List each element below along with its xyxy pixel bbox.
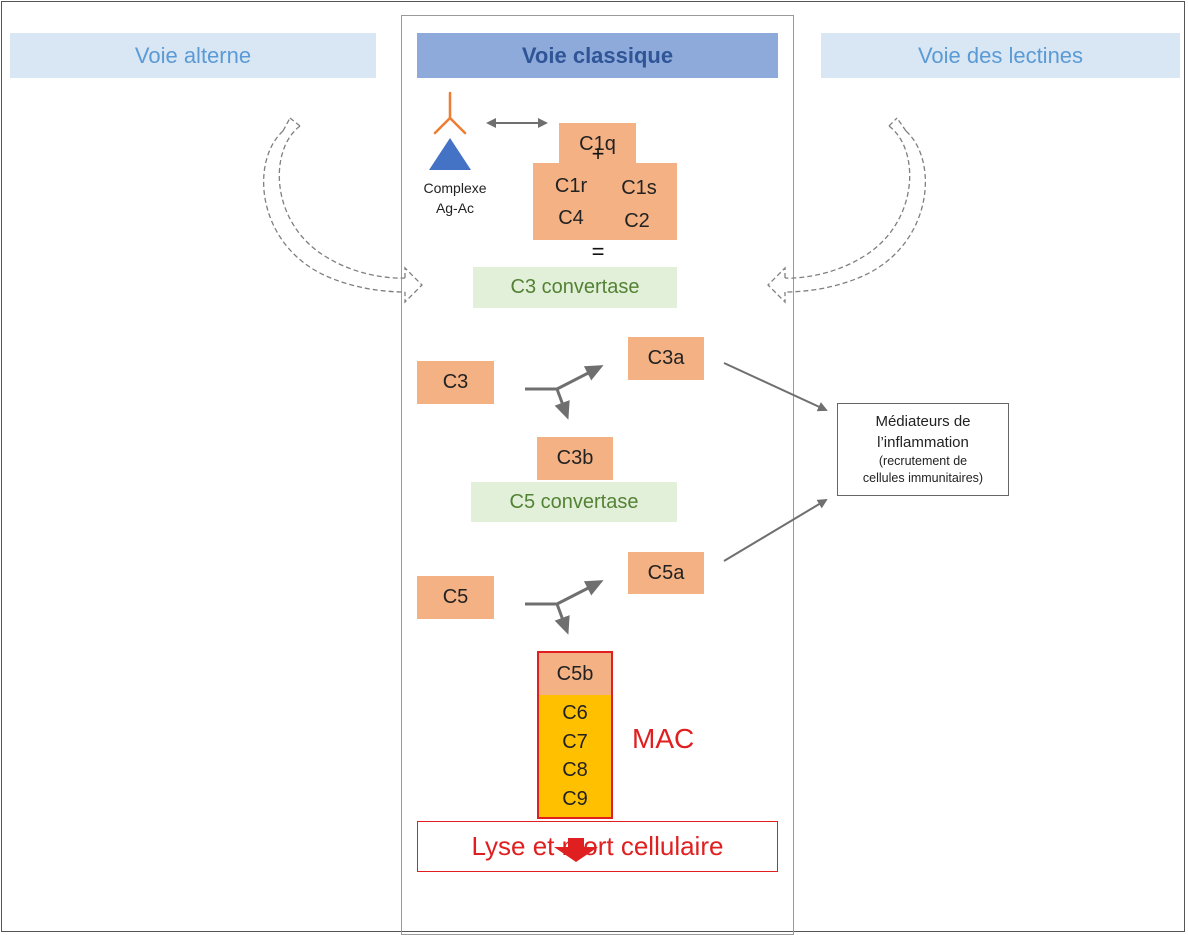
c2-label: C2 [624,209,650,232]
c7-label: C7 [562,730,588,753]
c3-box: C3 [417,361,494,404]
ag-ac-label-line1: Complexe [423,179,487,196]
lysis-down-arrow-icon [554,838,598,862]
c1q-box: C1q [559,123,636,166]
c3-split-arrows [525,365,604,420]
alternative-pathway-curved-arrow-icon [263,117,423,304]
plus-sign: + [591,141,605,166]
c5a-box: C5a [628,552,704,594]
c5-box: C5 [417,576,494,619]
mediators-line2: l’inflammation [877,433,969,451]
antibody-icon [433,91,467,135]
c3a-to-mediators-arrow [723,362,828,412]
mediators-line3: (recrutement de [878,453,968,468]
mac-label: MAC [632,723,695,754]
antigen-icon [429,138,471,170]
mediators-line4: cellules immunitaires) [862,470,984,485]
binding-double-arrow-icon [486,118,548,128]
inflammation-mediators-box: Médiateurs de l’inflammation (recrutemen… [837,403,1009,496]
c5b-box: C5b [539,653,611,695]
c4-label: C4 [558,206,584,229]
lysis-outcome-box: Lyse et mort cellulaire [417,821,778,872]
mediators-line1: Médiateurs de [875,413,971,431]
c3-convertase-box: C3 convertase [473,267,677,308]
c9-label: C9 [562,787,588,810]
ag-ac-label-line2: Ag-Ac [435,199,475,216]
equals-sign: = [591,239,605,264]
c3a-box: C3a [628,337,704,380]
c6-label: C6 [562,702,588,724]
c5a-to-mediators-arrow [723,498,828,562]
lectin-pathway-header: Voie des lectines [821,33,1180,78]
c1s-label: C1s [621,176,657,199]
c8-label: C8 [562,759,588,781]
lectin-pathway-curved-arrow-icon [767,117,926,304]
c1r-label: C1r [554,174,588,197]
classical-pathway-header: Voie classique [417,33,778,78]
c1-complex-box [533,163,677,240]
c5-convertase-box: C5 convertase [471,482,677,522]
mac-complex: C5b C6 C7 C8 C9 [537,651,613,819]
alternative-pathway-header: Voie alterne [10,33,376,78]
c3b-box: C3b [537,437,613,480]
mac-components-list: C6 C7 C8 C9 [539,699,611,813]
c5-split-arrows [525,580,604,635]
